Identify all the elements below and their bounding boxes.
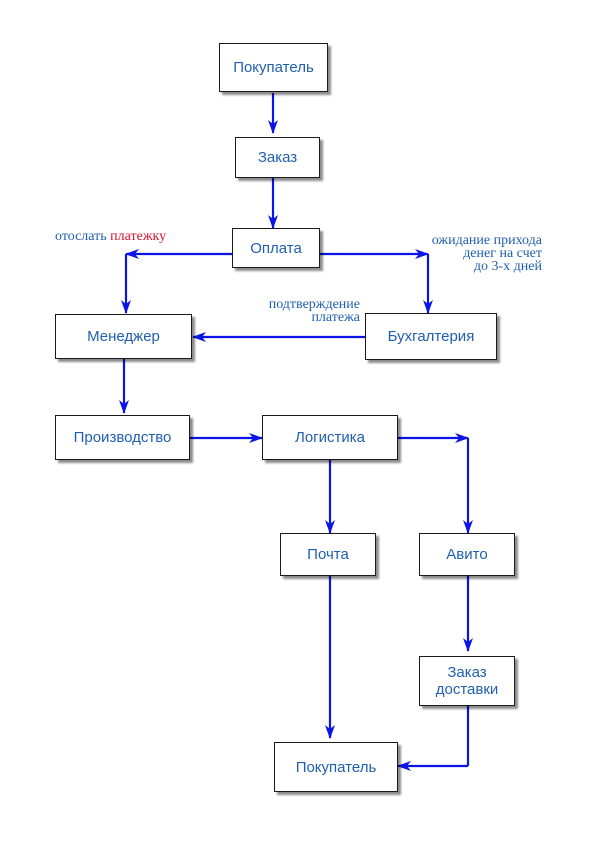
label-await-line2: денег на счет	[463, 246, 542, 261]
node-production: Производство	[55, 415, 190, 460]
label-await-line3: до 3-х дней	[473, 259, 542, 274]
node-payment: Оплата	[232, 228, 320, 268]
node-accounting: Бухгалтерия	[365, 313, 497, 360]
label-confirm-line2: платежа	[311, 310, 360, 325]
node-avito: Авито	[419, 533, 515, 576]
label-await-money: ожидание прихода денег на счет до 3-х дн…	[380, 233, 542, 274]
label-send-payment-prefix: отослать	[55, 229, 107, 244]
label-confirm-line1: подтверждение	[268, 297, 360, 312]
node-buyer-top: Покупатель	[219, 43, 328, 92]
label-payment-confirmation: подтверждение платежа	[220, 297, 360, 325]
node-buyer-bottom: Покупатель	[274, 742, 398, 792]
node-order: Заказ	[235, 137, 320, 178]
label-send-payment-accent: платежку	[110, 229, 167, 244]
node-logistics: Логистика	[262, 415, 398, 460]
node-delivery-order: Заказ доставки	[419, 656, 515, 706]
node-post: Почта	[280, 533, 376, 576]
label-await-line1: ожидание прихода	[431, 233, 542, 248]
label-send-payment: отослать платежку	[55, 229, 167, 244]
node-manager: Менеджер	[55, 314, 192, 359]
